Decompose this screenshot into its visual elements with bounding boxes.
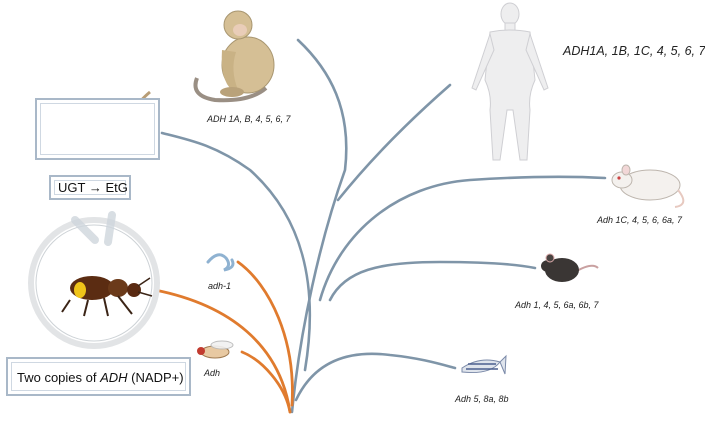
branch-human	[336, 83, 452, 202]
branch-zebrafish	[294, 352, 457, 402]
branch-worm	[236, 260, 294, 407]
two-copies-label: Two copies of ADH (NADP+)	[17, 370, 184, 385]
rat-figure	[611, 164, 685, 208]
mouse-genes-label: Adh 1, 4, 5, 6a, 6b, 7	[515, 300, 599, 310]
zebrafish-genes-label: Adh 5, 8a, 8b	[455, 394, 509, 404]
monkey-figure	[193, 10, 275, 103]
human-figure	[471, 2, 549, 161]
ugt-etg-label: UGT → EtG	[58, 180, 128, 195]
mouse-figure	[541, 253, 599, 282]
two-copies-suffix: (NADP+)	[127, 370, 184, 385]
etg-text: EtG	[105, 180, 128, 195]
blue-branches	[160, 38, 607, 414]
zebrafish-figure	[461, 354, 507, 375]
branch-fly	[240, 350, 292, 414]
fly-gene-label: Adh	[204, 368, 221, 378]
rat-genes-label: Adh 1C, 4, 5, 6, 6a, 7	[597, 215, 683, 225]
orange-branches	[153, 260, 294, 414]
wasp-circle	[28, 211, 160, 349]
wasp-figure	[61, 211, 153, 317]
ugt-etg-box: UGT → EtG	[49, 175, 131, 200]
branch-mouse	[328, 260, 537, 302]
two-copies-box: Two copies of ADH (NADP+)	[6, 357, 191, 396]
monkey-genes-label: ADH 1A, B, 4, 5, 6, 7	[207, 114, 291, 124]
ugt-text: UGT	[58, 180, 86, 195]
human-genes-label: ADH1A, 1B, 1C, 4, 5, 6, 7	[563, 44, 705, 58]
branch-shrew	[160, 131, 312, 372]
two-copies-prefix: Two copies of	[17, 370, 101, 385]
worm-figure	[206, 253, 235, 272]
shrew-box	[35, 98, 160, 160]
fly-figure	[197, 340, 234, 359]
two-copies-gene: ADH	[100, 370, 128, 385]
branch-wasp	[153, 288, 292, 414]
worm-gene-label: adh-1	[208, 281, 232, 291]
arrow-icon: →	[88, 180, 102, 195]
branch-monkey	[290, 38, 348, 414]
branch-rat	[318, 175, 607, 302]
